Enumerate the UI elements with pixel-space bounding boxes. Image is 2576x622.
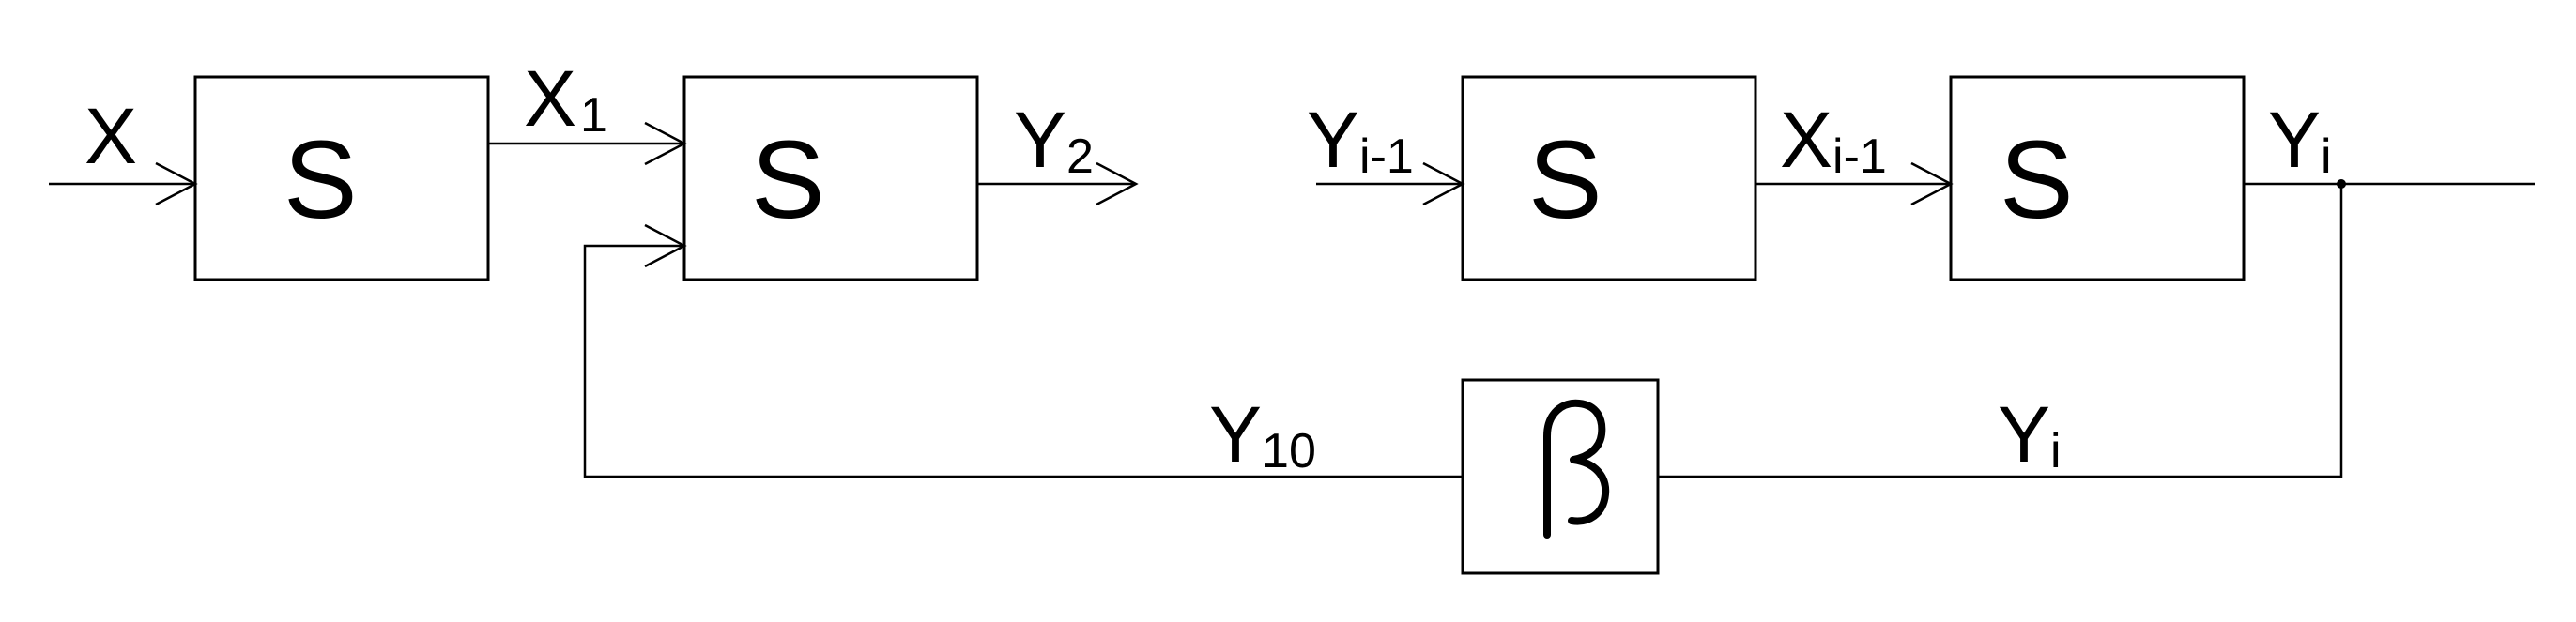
block-s3-label: S (1528, 118, 1602, 242)
label-x: X (84, 92, 137, 180)
beta-symbol-icon (1543, 399, 1610, 539)
label-x1-sub: 1 (580, 88, 607, 143)
arrow-y-i-minus-1 (1422, 161, 1465, 206)
label-x1-main: X (524, 54, 576, 143)
label-x-main: X (84, 92, 137, 180)
wire-feedback-left (583, 244, 1463, 478)
label-y-i-minus-1: Yi-1 (1307, 96, 1414, 184)
label-x1: X1 (524, 54, 607, 143)
label-y-i-bottom: Yi (1998, 390, 2062, 478)
block-s3 (1461, 75, 1757, 281)
label-y-i-minus-1-sub: i-1 (1359, 129, 1414, 184)
block-s2 (682, 75, 979, 281)
label-y-i-top: Yi (2268, 96, 2332, 184)
arrow-x-in (155, 161, 198, 206)
label-x-i-minus-1-main: X (1780, 96, 1832, 184)
arrow-y2-out (1096, 161, 1139, 206)
label-y2-main: Y (1014, 96, 1066, 184)
label-y10: Y10 (1209, 390, 1316, 478)
label-y10-main: Y (1209, 390, 1262, 478)
label-y-i-top-main: Y (2268, 96, 2321, 184)
block-s1 (193, 75, 490, 281)
label-y2: Y2 (1014, 96, 1094, 184)
arrow-feedback (644, 223, 687, 268)
label-x-i-minus-1: Xi-1 (1780, 96, 1887, 184)
label-x-i-minus-1-sub: i-1 (1832, 129, 1887, 184)
block-s2-label: S (751, 118, 825, 242)
block-s1-label: S (284, 118, 358, 242)
junction-dot (2337, 179, 2346, 189)
arrow-x1 (644, 121, 687, 166)
label-y-i-bottom-sub: i (2050, 424, 2062, 478)
label-y2-sub: 2 (1066, 129, 1094, 184)
label-y-i-bottom-main: Y (1998, 390, 2050, 478)
arrow-x-i-minus-1 (1910, 161, 1954, 206)
label-y-i-top-sub: i (2321, 129, 2332, 184)
wire-feedback-right (1658, 184, 2343, 478)
label-y-i-minus-1-main: Y (1307, 96, 1359, 184)
block-s4-label: S (2000, 118, 2074, 242)
block-s4 (1949, 75, 2246, 281)
label-y10-sub: 10 (1262, 424, 1316, 478)
